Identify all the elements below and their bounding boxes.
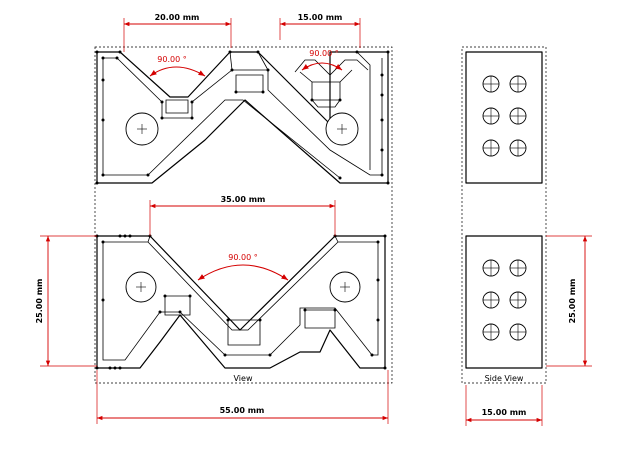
side-top-block bbox=[465, 51, 543, 184]
top-part-holes bbox=[125, 112, 359, 146]
dim-overall-width: 55.00 mm bbox=[96, 370, 389, 424]
dim-top-right-width: 15.00 mm bbox=[279, 13, 361, 48]
dim-label-overall-height: 25.00 mm bbox=[35, 279, 44, 324]
bottom-part-holes bbox=[125, 271, 361, 303]
dim-label-top-left-angle: 90.00 ° bbox=[157, 55, 186, 64]
dim-side-height: 25.00 mm bbox=[546, 235, 592, 367]
dim-label-overall-width: 55.00 mm bbox=[220, 406, 265, 415]
dim-top-left-width: 20.00 mm bbox=[123, 13, 232, 52]
bottom-part-vertices bbox=[95, 234, 387, 370]
dim-side-width: 15.00 mm bbox=[465, 385, 543, 426]
front-view-frame bbox=[94, 46, 393, 384]
side-bottom-block bbox=[465, 235, 543, 369]
top-part-vertices bbox=[95, 50, 390, 185]
dim-label-mid-width: 35.00 mm bbox=[221, 195, 266, 204]
dim-top-left-angle: 90.00 ° bbox=[149, 55, 206, 77]
dim-label-side-width: 15.00 mm bbox=[482, 408, 527, 417]
dim-label-side-height: 25.00 mm bbox=[568, 279, 577, 324]
dim-mid-width: 35.00 mm bbox=[149, 195, 336, 236]
dim-overall-height: 25.00 mm bbox=[35, 235, 97, 367]
dim-label-top-right-width: 15.00 mm bbox=[298, 13, 343, 22]
side-view-frame bbox=[461, 46, 547, 384]
dim-top-right-angle: 90.00 ° bbox=[301, 49, 343, 71]
dim-label-bottom-angle: 90.00 ° bbox=[228, 253, 257, 262]
dim-label-top-right-angle: 90.00 ° bbox=[309, 49, 338, 58]
front-view-label: View bbox=[234, 374, 253, 383]
dim-label-top-left-width: 20.00 mm bbox=[155, 13, 200, 22]
side-view-label: Side View bbox=[485, 374, 524, 383]
dim-bottom-angle: 90.00 ° bbox=[197, 253, 289, 281]
